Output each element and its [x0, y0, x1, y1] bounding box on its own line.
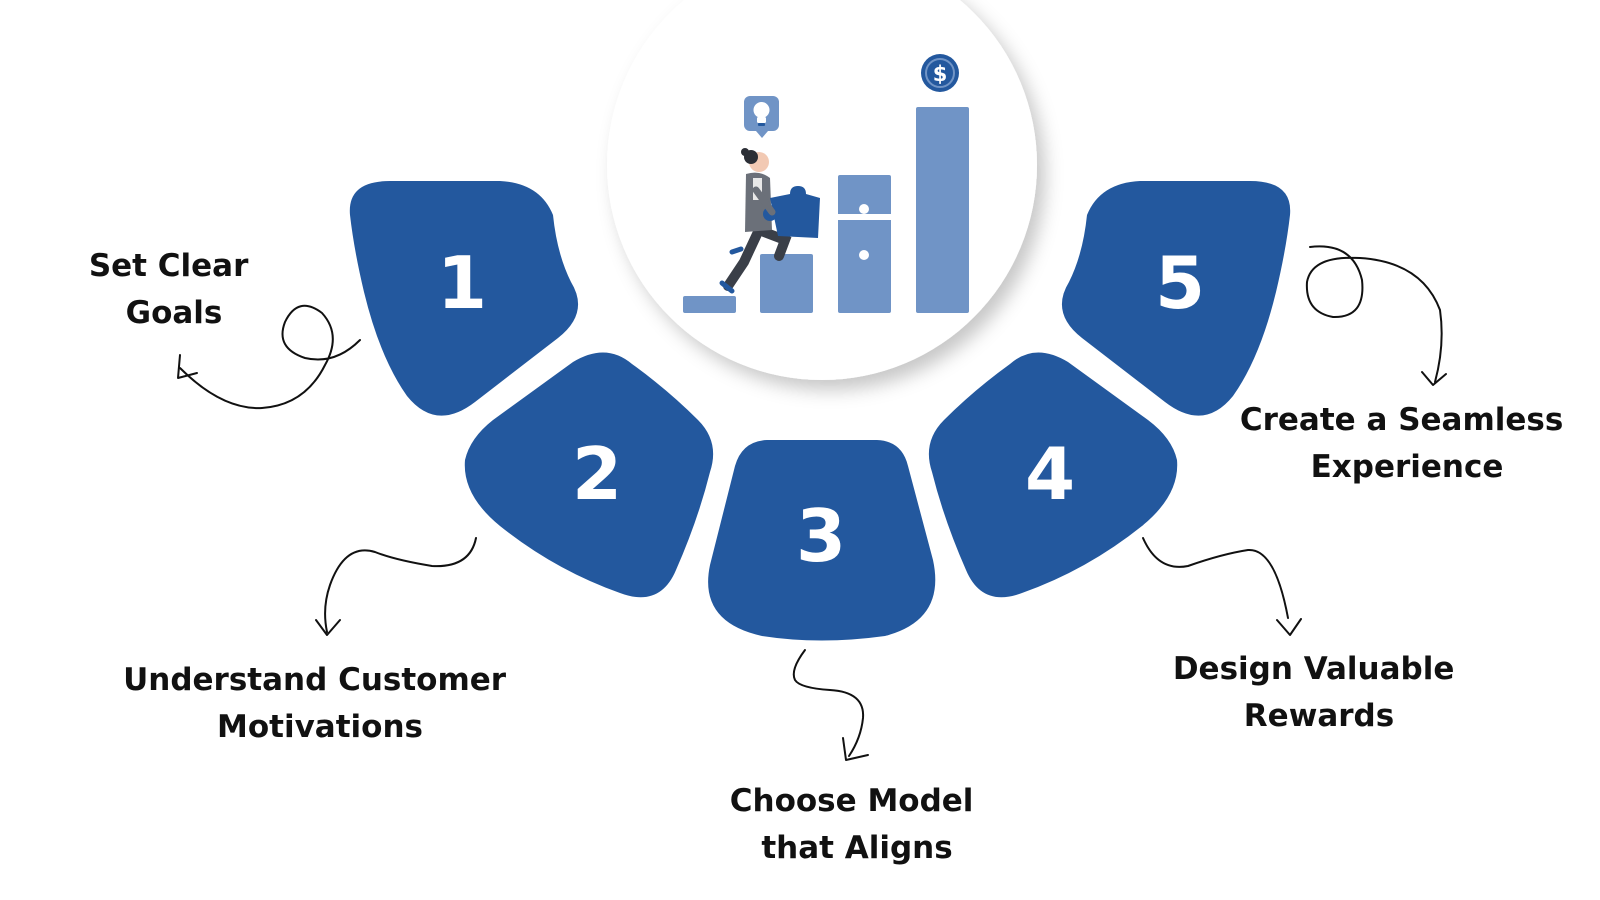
step-2: 2: [464, 352, 714, 598]
step-4-label: Design Valuable Rewards: [1173, 651, 1465, 734]
step-5: 5: [1061, 181, 1291, 416]
step-3-label-line-2: that Aligns: [761, 830, 952, 866]
bar-3: [838, 175, 891, 313]
step-2-shape: [464, 352, 714, 598]
center-illustration: $: [607, 0, 1037, 380]
step-5-label-line-2: Experience: [1311, 449, 1504, 485]
step-1-number: 1: [437, 241, 487, 325]
arrow-step-1-icon: [177, 304, 361, 410]
bar-4: [916, 107, 969, 313]
step-4-label-line-1: Design Valuable: [1173, 651, 1455, 687]
step-1-label-line-1: Set Clear: [89, 248, 249, 284]
step-5-label-line-1: Create a Seamless: [1240, 402, 1563, 438]
center-circle: [607, 0, 1037, 380]
step-3: 3: [708, 440, 936, 641]
lightbulb-icon: [744, 96, 779, 138]
step-5-label: Create a Seamless Experience: [1240, 402, 1574, 485]
step-3-label: Choose Model that Aligns: [730, 783, 984, 866]
step-2-number: 2: [572, 432, 622, 516]
step-5-shape: [1061, 181, 1291, 416]
arrow-step-2-icon: [315, 537, 477, 636]
step-4: 4: [928, 352, 1178, 598]
step-4-label-line-2: Rewards: [1244, 698, 1394, 734]
step-2-label-line-2: Motivations: [217, 709, 423, 745]
step-3-number: 3: [796, 494, 846, 578]
arrow-step-3-icon: [792, 649, 869, 761]
step-2-label-line-1: Understand Customer: [123, 662, 507, 698]
dollar-coin-icon: $: [921, 54, 959, 92]
dollar-symbol: $: [933, 62, 948, 86]
step-3-shape: [708, 440, 936, 641]
step-1-label: Set Clear Goals: [89, 248, 259, 331]
step-3-label-line-1: Choose Model: [730, 783, 974, 819]
step-4-shape: [928, 352, 1178, 598]
arrow-step-4-icon: [1142, 537, 1302, 636]
step-2-label: Understand Customer Motivations: [123, 662, 517, 745]
growth-bars-icon: [683, 107, 969, 313]
step-1-label-line-2: Goals: [126, 295, 223, 331]
person-with-puzzle-icon: [719, 148, 820, 294]
arrow-step-5-icon: [1305, 245, 1447, 386]
step-1-shape: [349, 181, 579, 416]
step-4-number: 4: [1025, 432, 1075, 516]
bar-1: [683, 296, 736, 313]
step-1: 1: [349, 181, 579, 416]
step-5-number: 5: [1155, 241, 1205, 325]
bar-2: [760, 254, 813, 313]
